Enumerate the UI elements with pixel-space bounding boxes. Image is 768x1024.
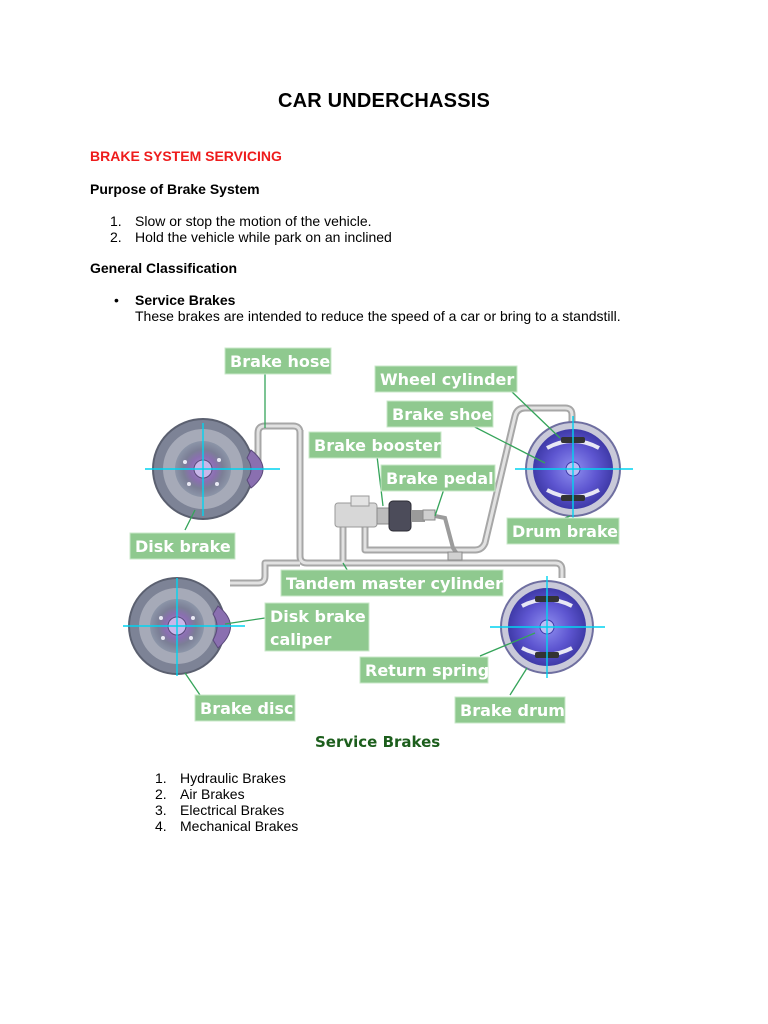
bullet-icon: •	[114, 292, 119, 308]
list-number: 4.	[155, 818, 167, 834]
diagram-caption: Service Brakes	[315, 733, 440, 751]
svg-text:Tandem master cylinder: Tandem master cylinder	[286, 574, 503, 593]
list-text: Slow or stop the motion of the vehicle.	[135, 213, 372, 229]
label-disk-brake-caliper: Disk brake caliper	[264, 602, 370, 652]
list-text: Electrical Brakes	[180, 802, 285, 818]
label-brake-hose: Brake hose	[224, 347, 332, 375]
brake-system-diagram: Brake hose Wheel cylinder Brake shoe Bra…	[123, 347, 633, 751]
list-number: 1.	[155, 770, 167, 786]
diagram-labels: Brake hose Wheel cylinder Brake shoe Bra…	[129, 347, 620, 724]
svg-text:Disk brake: Disk brake	[270, 607, 366, 626]
purpose-list: 1. Slow or stop the motion of the vehicle…	[110, 213, 392, 245]
svg-text:Brake disc: Brake disc	[200, 699, 293, 718]
label-wheel-cylinder: Wheel cylinder	[374, 365, 518, 393]
drum-brake-rear-right	[490, 576, 605, 678]
brake-types-list: 1. Hydraulic Brakes 2. Air Brakes 3. Electr…	[155, 770, 298, 834]
svg-text:Brake pedal: Brake pedal	[386, 469, 494, 488]
list-number: 2.	[110, 229, 122, 245]
disk-brake-front-left	[145, 418, 280, 520]
master-cylinder-assembly	[334, 495, 463, 561]
list-text: Hydraulic Brakes	[180, 770, 286, 786]
svg-text:Brake hose: Brake hose	[230, 352, 330, 371]
drum-brake-front-right	[515, 416, 633, 523]
svg-text:Wheel cylinder: Wheel cylinder	[380, 370, 514, 389]
list-item: 4. Mechanical Brakes	[155, 818, 298, 834]
list-number: 2.	[155, 786, 167, 802]
label-disk-brake: Disk brake	[129, 532, 236, 560]
label-brake-pedal: Brake pedal	[380, 464, 496, 492]
classification-heading: General Classification	[90, 260, 238, 276]
label-tandem-master-cylinder: Tandem master cylinder	[280, 569, 504, 597]
svg-text:Brake shoe: Brake shoe	[392, 405, 492, 424]
service-brakes-description: These brakes are intended to reduce the …	[135, 308, 621, 324]
svg-text:Brake booster: Brake booster	[314, 436, 441, 455]
label-brake-disc: Brake disc	[194, 694, 296, 722]
svg-text:Return spring: Return spring	[365, 661, 489, 680]
label-brake-shoe: Brake shoe	[386, 400, 494, 428]
list-number: 1.	[110, 213, 122, 229]
section-title: BRAKE SYSTEM SERVICING	[90, 148, 282, 164]
svg-text:Brake drum: Brake drum	[460, 701, 565, 720]
purpose-heading: Purpose of Brake System	[90, 181, 260, 197]
list-item: 2. Air Brakes	[155, 786, 298, 802]
disk-brake-rear-left	[123, 577, 245, 676]
label-brake-drum: Brake drum	[454, 696, 566, 724]
list-text: Air Brakes	[180, 786, 245, 802]
list-item: 2. Hold the vehicle while park on an incl…	[110, 229, 392, 245]
label-brake-booster: Brake booster	[308, 431, 442, 459]
page-title: CAR UNDERCHASSIS	[277, 90, 491, 112]
svg-text:caliper: caliper	[270, 630, 332, 649]
svg-text:Disk brake: Disk brake	[135, 537, 231, 556]
list-item: 1. Hydraulic Brakes	[155, 770, 298, 786]
list-item: 3. Electrical Brakes	[155, 802, 298, 818]
list-text: Hold the vehicle while park on an inclin…	[135, 229, 392, 245]
list-number: 3.	[155, 802, 167, 818]
label-return-spring: Return spring	[359, 656, 489, 684]
list-text: Mechanical Brakes	[180, 818, 299, 834]
service-brakes-title: Service Brakes	[135, 292, 236, 308]
label-drum-brake: Drum brake	[506, 517, 620, 545]
list-item: 1. Slow or stop the motion of the vehicle…	[110, 213, 392, 229]
svg-text:Drum brake: Drum brake	[512, 522, 618, 541]
